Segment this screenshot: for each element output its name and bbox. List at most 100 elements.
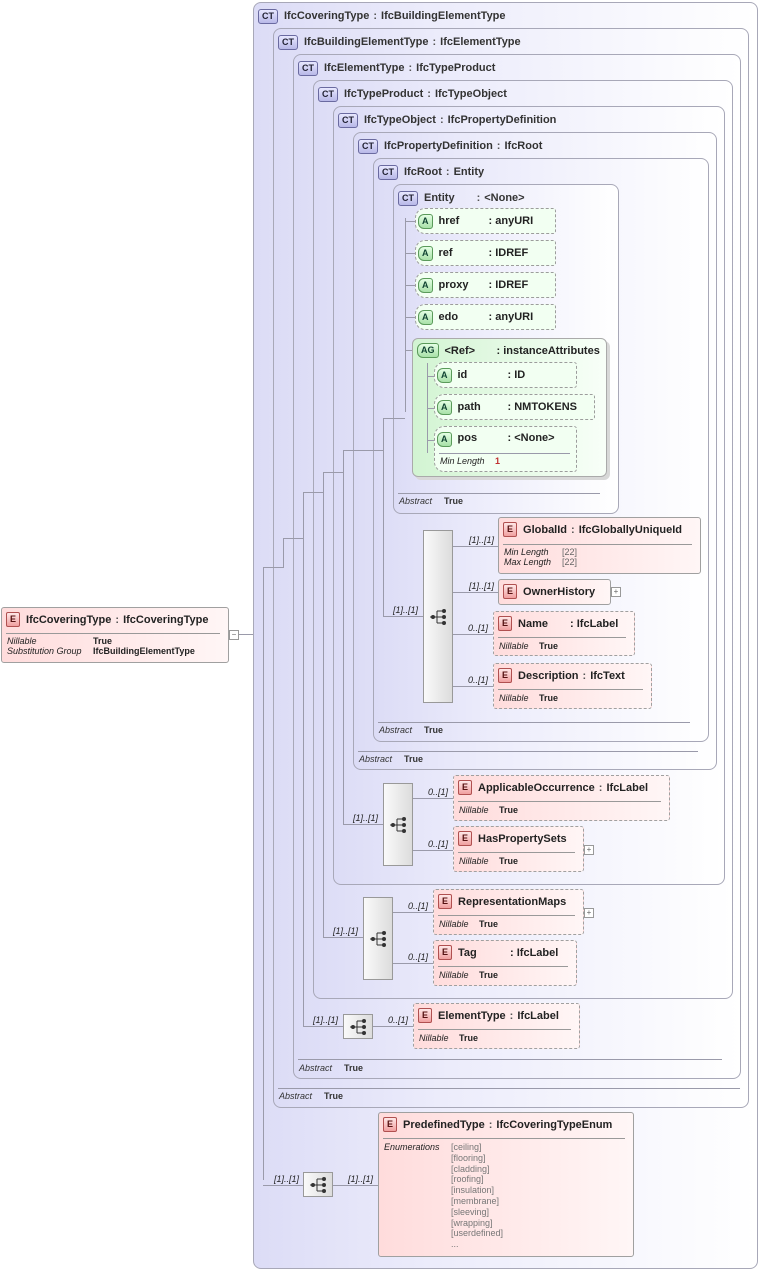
connector [263, 1185, 303, 1186]
attribute-badge: A [437, 367, 452, 383]
enumerations-label: Enumerations [384, 1142, 440, 1152]
sequence-compositor[interactable] [343, 1014, 373, 1039]
divider [418, 1029, 571, 1030]
occurrence: 0..[1] [468, 675, 489, 685]
property-key: Min Length [440, 456, 485, 466]
element-badge: E [503, 522, 518, 537]
attribute-badge: A [418, 277, 433, 293]
enumeration-value: [flooring] [451, 1152, 486, 1163]
sequence-compositor[interactable] [383, 783, 413, 866]
element-type: IfcLabel [516, 946, 559, 959]
attribute-type: ID [514, 369, 526, 381]
expand-toggle[interactable]: + [611, 587, 621, 597]
collapse-toggle[interactable]: − [229, 630, 239, 640]
expand-toggle[interactable]: + [584, 845, 594, 855]
connector [323, 472, 324, 937]
attribute-group-header: AG <Ref> : instanceAttributes [417, 343, 600, 358]
separator: : [408, 62, 413, 74]
separator: : [507, 401, 512, 413]
expand-toggle[interactable]: + [584, 908, 594, 918]
attribute-href[interactable]: A href : anyURI [415, 208, 556, 234]
connector [427, 408, 435, 409]
connector [413, 850, 453, 851]
complex-type-header: CT IfcPropertyDefinition : IfcRoot [358, 137, 542, 155]
connector [239, 634, 253, 635]
sequence-compositor[interactable] [303, 1172, 333, 1197]
sequence-compositor[interactable] [423, 530, 453, 703]
attribute-type: anyURI [495, 215, 534, 227]
property-key: Nillable [439, 919, 469, 929]
property-key: Nillable [459, 856, 489, 866]
attribute-group-badge: AG [417, 343, 439, 358]
attribute-id[interactable]: A id : ID [434, 362, 577, 388]
separator: : [582, 669, 587, 682]
element-globalid[interactable]: E GlobalId : IfcGloballyUniqueId Min Len… [498, 517, 701, 574]
connector [373, 1026, 413, 1027]
connector [413, 798, 453, 799]
connector [453, 592, 498, 593]
element-predefinedtype[interactable]: E PredefinedType : IfcCoveringTypeEnum E… [378, 1112, 634, 1257]
separator: : [488, 279, 493, 291]
abstract-value: True [404, 754, 424, 764]
abstract-row: Abstract True [399, 496, 463, 506]
separator: : [115, 613, 120, 626]
attribute-ref[interactable]: A ref : IDREF [415, 240, 556, 266]
element-badge: E [438, 894, 453, 909]
abstract-value: True [444, 496, 464, 506]
occurrence: [1]..[1] [348, 1174, 374, 1184]
attribute-type: NMTOKENS [514, 401, 577, 413]
element-header: E GlobalId : IfcGloballyUniqueId [503, 522, 682, 537]
complex-type-badge: CT [358, 138, 378, 154]
separator: : [496, 140, 501, 152]
separator: : [488, 247, 493, 259]
connector [383, 418, 405, 419]
element-header: E IfcCoveringType : IfcCoveringType [6, 612, 208, 627]
sequence-compositor[interactable] [363, 897, 393, 980]
connector [393, 912, 433, 913]
connector [405, 285, 415, 286]
element-name: IfcCoveringType [26, 613, 112, 626]
property-value: True [539, 641, 559, 651]
type-name: IfcCoveringType [284, 10, 370, 22]
connector [405, 218, 406, 412]
attribute-badge: A [437, 432, 452, 447]
type-name: IfcTypeProduct [344, 88, 424, 100]
type-base: IfcPropertyDefinition [447, 114, 557, 126]
occurrence: 0..[1] [428, 787, 449, 797]
complex-type-badge: CT [378, 164, 398, 180]
root-element-ifccoveringtype[interactable]: E IfcCoveringType : IfcCoveringType Nill… [1, 607, 229, 663]
separator: : [488, 311, 493, 323]
attribute-name: pos [457, 432, 478, 444]
divider [498, 637, 626, 638]
element-property: Min Length[22] [504, 547, 577, 557]
abstract-label: Abstract [399, 496, 433, 506]
element-ownerhistory[interactable]: E OwnerHistory [498, 579, 611, 605]
complex-type-header: CT IfcElementType : IfcTypeProduct [298, 59, 495, 77]
attribute-path[interactable]: A path : NMTOKENS [434, 394, 595, 420]
attribute-proxy[interactable]: A proxy : IDREF [415, 272, 556, 298]
occurrence: [1]..[1] [469, 581, 495, 591]
connector [405, 221, 415, 222]
enumeration-value: [ceiling] [451, 1142, 482, 1152]
attribute-name: ref [438, 247, 453, 259]
occurrence: [1]..[1] [274, 1174, 300, 1184]
property-value: True [539, 693, 559, 703]
element-applicableoccurrence[interactable]: E ApplicableOccurrence : IfcLabel Nillab… [453, 775, 670, 821]
divider [6, 633, 220, 634]
divider [498, 689, 643, 690]
connector [303, 492, 323, 493]
attribute-edo[interactable]: A edo : anyURI [415, 304, 556, 330]
occurrence: 0..[1] [428, 839, 449, 849]
